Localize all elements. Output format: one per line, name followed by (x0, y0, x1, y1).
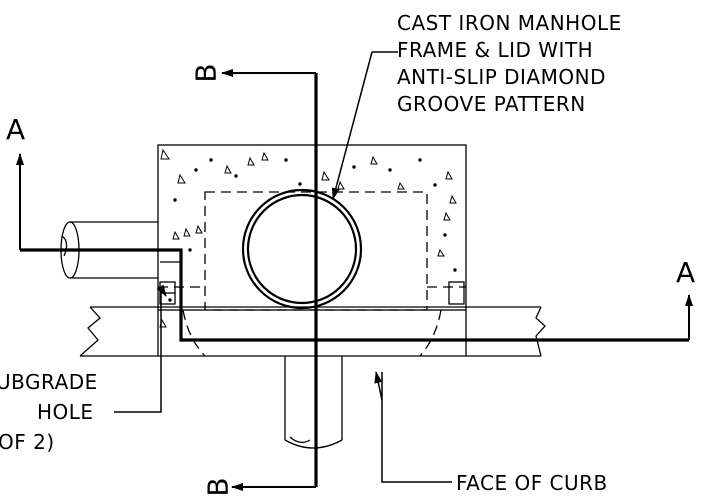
section-line-b (221, 69, 318, 491)
subgrade-label: UBGRADE HOLE OF 2) (0, 370, 98, 454)
section-a-left-marker: A (6, 113, 25, 146)
section-line-a (16, 153, 693, 342)
manhole-lid (241, 188, 363, 310)
section-a-right-marker: A (676, 256, 695, 289)
frame-lid-label: CAST IRON MANHOLE FRAME & LID WITH ANTI-… (397, 11, 622, 116)
concrete-box (157, 144, 467, 357)
frame-lid-label-line-1: CAST IRON MANHOLE (397, 11, 622, 35)
leader-lines (114, 51, 452, 483)
frame-lid-label-line-2: FRAME & LID WITH (397, 38, 593, 62)
subgrade-label-line-2: HOLE (37, 400, 94, 424)
subgrade-label-line-1: UBGRADE (0, 370, 98, 394)
aggregate-texture (159, 148, 457, 328)
face-of-curb-label: FACE OF CURB (456, 471, 608, 495)
frame-lid-label-line-4: GROOVE PATTERN (397, 92, 586, 116)
frame-lid-label-line-3: ANTI-SLIP DIAMOND (397, 65, 606, 89)
outlet-pipe (284, 356, 343, 449)
curb-band (79, 306, 546, 357)
subgrade-label-line-3: OF 2) (0, 430, 55, 454)
section-b-top-marker: B (190, 63, 223, 82)
section-b-bottom-marker: B (202, 477, 235, 496)
